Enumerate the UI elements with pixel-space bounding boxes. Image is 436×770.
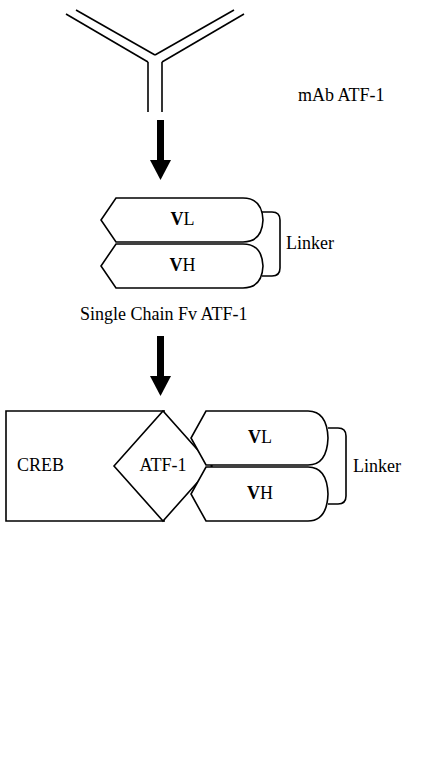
outline-path bbox=[101, 244, 263, 288]
linker-bracket bbox=[328, 428, 346, 504]
variable-domain: VH bbox=[190, 466, 330, 522]
outline-path bbox=[101, 198, 263, 242]
arrow-head bbox=[150, 160, 171, 180]
linker-label: Linker bbox=[353, 457, 401, 477]
process-arrow bbox=[150, 120, 171, 180]
node-text: VH bbox=[170, 256, 196, 276]
variable-domain: VH bbox=[100, 243, 265, 289]
node-text: VH bbox=[247, 484, 273, 504]
heavy-chain-arm bbox=[162, 14, 244, 62]
construct-label: Single Chain Fv ATF-1 bbox=[80, 305, 248, 325]
outline-path bbox=[191, 467, 328, 521]
light-chain-arm bbox=[76, 10, 155, 55]
heavy-chain-arm bbox=[66, 14, 148, 62]
stem-line bbox=[161, 62, 163, 112]
arrow-shaft bbox=[157, 120, 164, 162]
arrow-head bbox=[150, 376, 171, 396]
node-text: VL bbox=[248, 428, 272, 448]
variable-domain: VL bbox=[100, 197, 265, 243]
node-text: CREB bbox=[17, 456, 64, 476]
process-arrow bbox=[150, 336, 171, 396]
stem-line bbox=[147, 62, 149, 112]
arrow-shaft bbox=[157, 336, 164, 378]
node-text: VL bbox=[171, 210, 195, 230]
antibody-label: mAb ATF-1 bbox=[298, 86, 385, 106]
light-chain-arm bbox=[155, 10, 234, 55]
node-text: ATF-1 bbox=[139, 456, 186, 476]
linker-label: Linker bbox=[286, 234, 334, 254]
variable-domain: VL bbox=[190, 410, 330, 466]
antibody-symbol bbox=[66, 10, 244, 112]
outline-path bbox=[191, 411, 328, 465]
linker-bracket bbox=[262, 212, 280, 276]
